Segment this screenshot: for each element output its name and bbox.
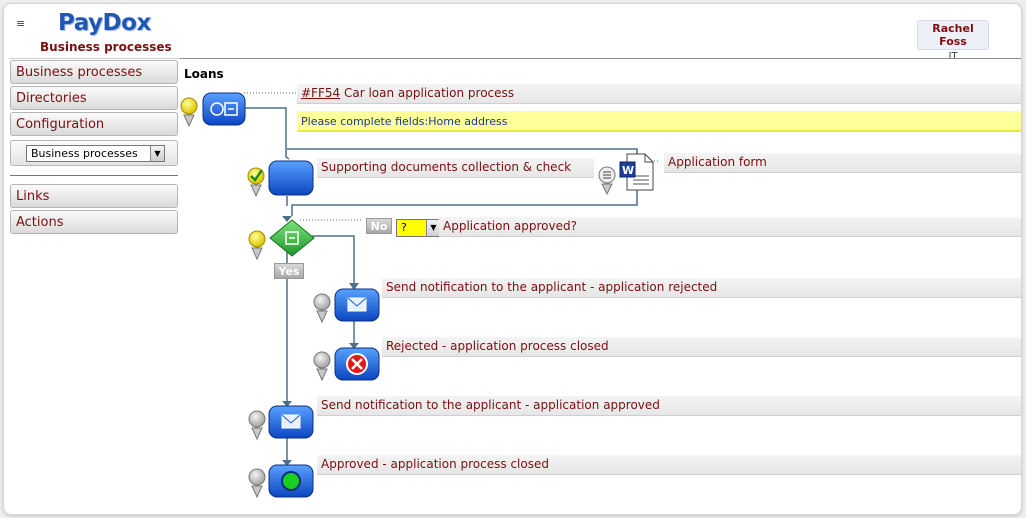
document-list-icon[interactable] [597, 165, 617, 195]
sidebar-item-business-processes[interactable]: Business processes [10, 60, 178, 84]
notify-rejected-label: Send notification to the applicant - app… [382, 278, 1021, 298]
flow-connectors [242, 92, 660, 466]
start-node-icon[interactable] [202, 92, 246, 126]
process-title: Car loan application process [343, 86, 515, 100]
decision-select-value: ? [401, 221, 407, 234]
send-approval-mail-node[interactable] [268, 405, 314, 439]
notify-approved-label: Send notification to the applicant - app… [317, 396, 1021, 416]
status-bulb-icon [313, 351, 331, 382]
section-title: Loans [184, 67, 224, 81]
send-rejection-mail-node[interactable] [334, 288, 380, 322]
collect-documents-node[interactable] [268, 160, 314, 196]
user-name[interactable]: Rachel Foss [917, 20, 989, 50]
app-logo[interactable]: PayDox [58, 10, 151, 36]
process-title-bar: #FF54 Car loan application process [297, 84, 1021, 104]
rejected-end-node[interactable] [334, 347, 380, 381]
sidebar-select-container: Business processes ▼ [10, 140, 178, 166]
sidebar-item-directories[interactable]: Directories [10, 86, 178, 110]
sidebar-item-configuration[interactable]: Configuration [10, 112, 178, 136]
sidebar-divider [10, 175, 178, 176]
module-select-value: Business processes [31, 147, 138, 160]
validation-notice: Please complete fields:Home address [297, 111, 1021, 132]
status-bulb-icon [248, 230, 266, 261]
approved-closed-label: Approved - application process closed [317, 455, 1021, 475]
decision-node-icon[interactable] [268, 218, 316, 258]
svg-text:W: W [622, 164, 634, 177]
word-document-icon[interactable]: W [619, 152, 655, 192]
user-info: Rachel Foss IT [917, 20, 989, 62]
sidebar-item-links[interactable]: Links [10, 184, 178, 208]
chevron-down-icon[interactable]: ▼ [150, 146, 164, 161]
app-subtitle: Business processes [40, 40, 172, 54]
status-bulb-icon [248, 410, 266, 441]
document-label[interactable]: Application form [664, 153, 1021, 173]
process-id-link[interactable]: #FF54 [301, 86, 341, 100]
status-bulb-icon [180, 97, 198, 128]
user-department: IT [948, 51, 958, 62]
collect-step-label: Supporting documents collection & check [317, 158, 594, 178]
module-select[interactable]: Business processes ▼ [26, 145, 165, 162]
chevron-down-icon[interactable]: ▼ [426, 220, 440, 236]
sidebar-item-actions[interactable]: Actions [10, 210, 178, 234]
rejected-closed-label: Rejected - application process closed [382, 337, 1021, 357]
decision-select[interactable]: ? ▼ [396, 219, 441, 237]
yes-branch-button[interactable]: Yes [274, 263, 304, 279]
app-window: ≡ PayDox Business processes Rachel Foss … [3, 3, 1022, 515]
approved-end-node[interactable] [268, 464, 314, 498]
no-branch-button[interactable]: No [366, 218, 392, 234]
completed-check-icon [247, 167, 265, 198]
decision-label: Application approved? [439, 217, 1021, 237]
menu-icon[interactable]: ≡ [16, 17, 26, 30]
status-bulb-icon [248, 468, 266, 499]
header-divider [180, 58, 1021, 59]
status-bulb-icon [313, 293, 331, 324]
header-divider-left [9, 58, 180, 59]
